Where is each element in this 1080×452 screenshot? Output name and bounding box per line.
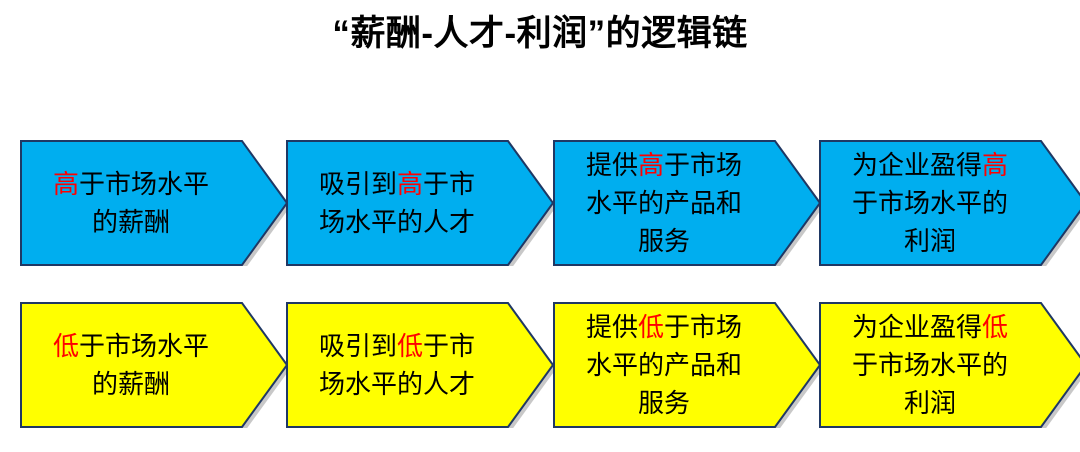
highlight-keyword: 低 xyxy=(982,312,1009,342)
chevron-label-line: 水平的产品和 xyxy=(586,346,742,384)
label-text: 吸引到 xyxy=(318,331,397,361)
chevron-step-compensation[interactable]: 高于市场水平的薪酬 xyxy=(20,140,287,266)
chevron-label-line: 水平的产品和 xyxy=(586,184,742,222)
label-text: 吸引到 xyxy=(318,169,397,199)
chevron-step-products[interactable]: 提供低于市场水平的产品和服务 xyxy=(553,302,820,428)
highlight-keyword: 低 xyxy=(637,312,664,342)
chevron-shape xyxy=(20,302,287,428)
label-text: 的薪酬 xyxy=(91,369,170,399)
chevron-label-line: 服务 xyxy=(638,384,690,422)
highlight-keyword: 高 xyxy=(396,169,423,199)
chevron-label-line: 高于市场水平 xyxy=(53,165,209,203)
label-text: 为企业盈得 xyxy=(851,312,982,342)
label-text: 于市场水平的 xyxy=(851,350,1008,380)
highlight-keyword: 低 xyxy=(396,331,423,361)
label-text: 于市场水平 xyxy=(79,331,210,361)
label-text: 水平的产品和 xyxy=(585,350,742,380)
chevron-shape xyxy=(286,302,553,428)
chevron-label-line: 吸引到高于市 xyxy=(319,165,475,203)
label-text: 为企业盈得 xyxy=(851,150,982,180)
chevron-label-line: 的薪酬 xyxy=(92,203,170,241)
chevron-label-line: 提供高于市场 xyxy=(586,146,742,184)
chevron-step-products[interactable]: 提供高于市场水平的产品和服务 xyxy=(553,140,820,266)
chevron-shape xyxy=(819,140,1080,266)
chevron-label-line: 场水平的人才 xyxy=(319,365,475,403)
chevron-label: 低于市场水平的薪酬 xyxy=(20,302,242,428)
label-text: 提供 xyxy=(585,312,638,342)
label-text: 水平的产品和 xyxy=(585,188,742,218)
chevron-label-line: 场水平的人才 xyxy=(319,203,475,241)
label-text: 场水平的人才 xyxy=(318,207,475,237)
chevron-step-profit[interactable]: 为企业盈得高于市场水平的利润 xyxy=(819,140,1080,266)
chevron-label-line: 吸引到低于市 xyxy=(319,327,475,365)
chevron-label-line: 提供低于市场 xyxy=(586,308,742,346)
label-text: 于市 xyxy=(423,331,476,361)
label-text: 服务 xyxy=(637,388,690,418)
highlight-keyword: 高 xyxy=(982,150,1009,180)
chevron-shape xyxy=(553,302,820,428)
label-text: 于市 xyxy=(423,169,476,199)
chevron-label-line: 利润 xyxy=(904,384,956,422)
chevron-label: 提供高于市场水平的产品和服务 xyxy=(553,140,775,266)
chevron-row-high: 高于市场水平的薪酬吸引到高于市场水平的人才提供高于市场水平的产品和服务为企业盈得… xyxy=(0,140,1080,266)
chevron-label: 提供低于市场水平的产品和服务 xyxy=(553,302,775,428)
chevron-label-line: 的薪酬 xyxy=(92,365,170,403)
label-text: 于市场水平的 xyxy=(851,188,1008,218)
label-text: 利润 xyxy=(903,226,956,256)
chevron-shape xyxy=(819,302,1080,428)
highlight-keyword: 高 xyxy=(52,169,79,199)
chevron-shape xyxy=(286,140,553,266)
chevron-label-line: 服务 xyxy=(638,222,690,260)
chevron-label: 为企业盈得高于市场水平的利润 xyxy=(819,140,1041,266)
chevron-label-line: 于市场水平的 xyxy=(852,184,1008,222)
page-title: “薪酬-人才-利润”的逻辑链 xyxy=(332,14,748,53)
label-text: 于市场水平 xyxy=(79,169,210,199)
label-text: 于市场 xyxy=(664,150,743,180)
highlight-keyword: 低 xyxy=(52,331,79,361)
chevron-label-line: 低于市场水平 xyxy=(53,327,209,365)
chevron-step-talent[interactable]: 吸引到高于市场水平的人才 xyxy=(286,140,553,266)
label-text: 场水平的人才 xyxy=(318,369,475,399)
chevron-label-line: 利润 xyxy=(904,222,956,260)
chevron-label: 吸引到高于市场水平的人才 xyxy=(286,140,508,266)
chevron-label: 为企业盈得低于市场水平的利润 xyxy=(819,302,1041,428)
label-text: 的薪酬 xyxy=(91,207,170,237)
label-text: 提供 xyxy=(585,150,638,180)
chevron-label-line: 为企业盈得低 xyxy=(852,308,1008,346)
chevron-step-talent[interactable]: 吸引到低于市场水平的人才 xyxy=(286,302,553,428)
chevron-label-line: 为企业盈得高 xyxy=(852,146,1008,184)
label-text: 利润 xyxy=(903,388,956,418)
chevron-step-profit[interactable]: 为企业盈得低于市场水平的利润 xyxy=(819,302,1080,428)
chevron-label: 高于市场水平的薪酬 xyxy=(20,140,242,266)
chevron-shape xyxy=(553,140,820,266)
chevron-shape xyxy=(20,140,287,266)
chevron-row-low: 低于市场水平的薪酬吸引到低于市场水平的人才提供低于市场水平的产品和服务为企业盈得… xyxy=(0,302,1080,428)
label-text: 于市场 xyxy=(664,312,743,342)
chevron-label: 吸引到低于市场水平的人才 xyxy=(286,302,508,428)
chevron-step-compensation[interactable]: 低于市场水平的薪酬 xyxy=(20,302,287,428)
highlight-keyword: 高 xyxy=(637,150,664,180)
chevron-label-line: 于市场水平的 xyxy=(852,346,1008,384)
label-text: 服务 xyxy=(637,226,690,256)
